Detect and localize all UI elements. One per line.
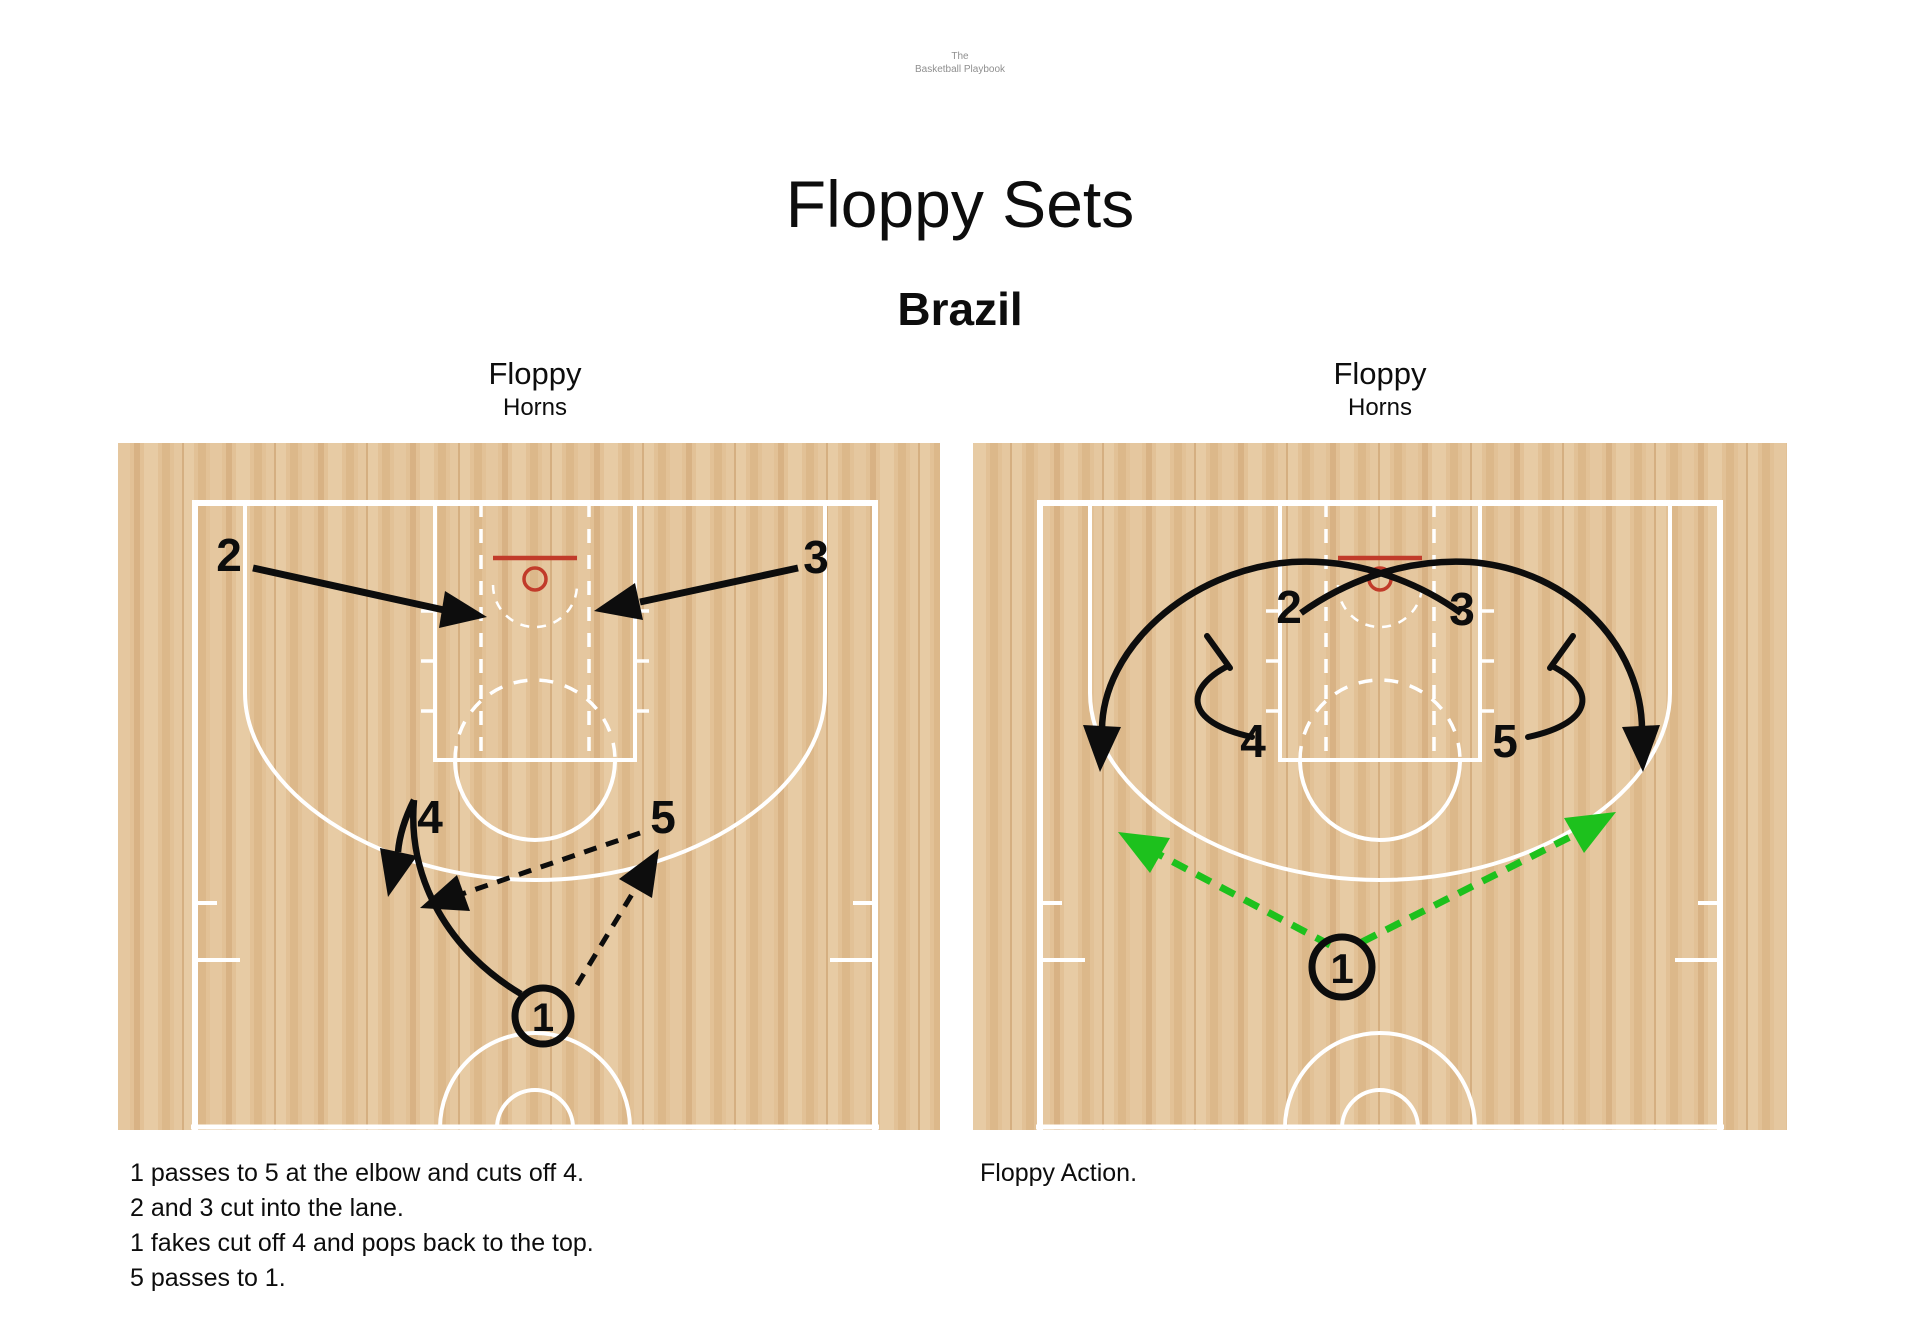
- diagram-left-subtitle: Horns: [502, 394, 568, 421]
- ball-handler-1-circle: [1308, 933, 1376, 1001]
- cut-arrow-3-line: [639, 564, 799, 606]
- player-label-1: 1: [1330, 945, 1353, 992]
- caption-line: 5 passes to 1.: [130, 1264, 286, 1292]
- caption-line: 1 fakes cut off 4 and pops back to the t…: [130, 1229, 594, 1257]
- diagram-right-subtitle: Horns: [1347, 394, 1413, 421]
- fake-cut-arrow-1-return: [394, 798, 417, 853]
- wood-floor-right: [973, 443, 1787, 1130]
- logo-line-2: Basketball Playbook: [914, 64, 1006, 75]
- pass-option-right-line: [1360, 831, 1576, 946]
- diagram-header-left: Floppy Horns: [130, 355, 940, 423]
- pass-option-right-head: [1564, 812, 1616, 853]
- caption-line: Floppy Action.: [980, 1159, 1138, 1187]
- floppy-cut-2-path: [1299, 558, 1646, 731]
- cut-arrow-3-head: [594, 583, 643, 620]
- floppy-cut-3-head: [1083, 725, 1121, 772]
- court-left: 2 3 4 5 1: [118, 443, 940, 1130]
- diagram-left-title: Floppy: [488, 356, 582, 391]
- ball-handler-1-circle: [511, 984, 575, 1048]
- logo-line-1: The: [951, 51, 969, 62]
- site-logo: The Basketball Playbook: [0, 50, 1920, 76]
- player-label-2: 2: [1276, 581, 1302, 633]
- player-label-2: 2: [216, 529, 242, 581]
- player-label-4: 4: [417, 791, 443, 843]
- cut-arrow-2-line: [252, 564, 445, 614]
- floppy-cut-2-head: [1622, 725, 1660, 772]
- pass-arrow-5-to-1-head: [420, 875, 470, 911]
- court-right: 2 3 4 5 1: [973, 443, 1787, 1130]
- player-label-5: 5: [650, 791, 676, 843]
- screen-symbol-5: [1525, 633, 1586, 740]
- pass-arrow-1-to-5-head: [619, 849, 659, 898]
- caption-right: Floppy Action.: [980, 1156, 1137, 1191]
- player-label-5: 5: [1492, 715, 1518, 767]
- player-label-4: 4: [1240, 715, 1266, 767]
- caption-line: 2 and 3 cut into the lane.: [130, 1194, 404, 1222]
- player-label-3: 3: [1449, 583, 1475, 635]
- play-overlay-right: 2 3 4 5 1: [1083, 558, 1660, 1001]
- player-label-1: 1: [532, 996, 554, 1040]
- page-title: Floppy Sets: [785, 167, 1135, 241]
- pass-arrow-1-to-5-line: [574, 884, 640, 987]
- pass-option-left-line: [1158, 851, 1332, 949]
- caption-left: 1 passes to 5 at the elbow and cuts off …: [130, 1156, 594, 1296]
- pass-arrow-5-to-1-line: [461, 830, 641, 897]
- caption-line: 1 passes to 5 at the elbow and cuts off …: [130, 1159, 585, 1187]
- floppy-cut-3-path: [1098, 558, 1463, 731]
- page-subtitle: Brazil: [897, 283, 1023, 335]
- play-overlay-left: 2 3 4 5 1: [216, 529, 829, 1048]
- diagram-right-title: Floppy: [1333, 356, 1427, 391]
- screen-symbol-4: [1194, 633, 1255, 740]
- fake-cut-arrow-1-head: [380, 848, 417, 897]
- cut-arrow-2-head: [439, 591, 487, 628]
- diagram-header-right: Floppy Horns: [975, 355, 1785, 423]
- fake-cut-arrow-1-path: [410, 799, 523, 997]
- player-label-3: 3: [803, 531, 829, 583]
- pass-option-left-head: [1118, 832, 1170, 873]
